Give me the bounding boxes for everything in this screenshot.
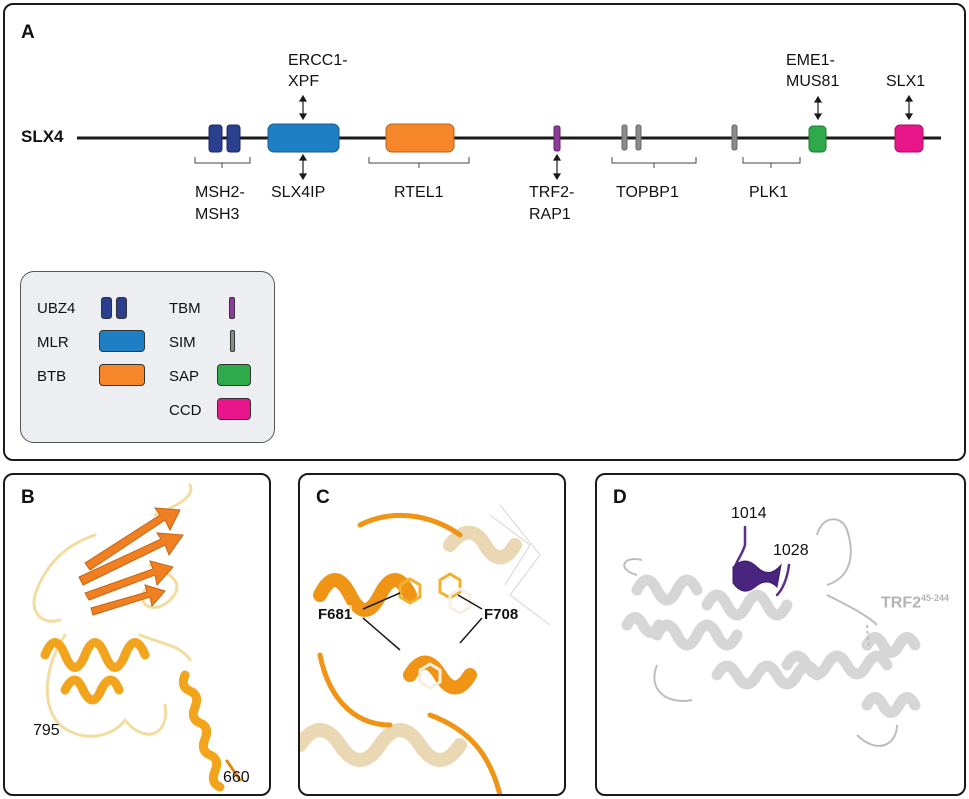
n-terminus-label: 795 (33, 722, 60, 739)
btb-domain (385, 123, 455, 153)
legend-label-ubz4: UBZ4 (37, 300, 76, 317)
legend-label-sap: SAP (169, 368, 200, 385)
trf2-chain-label: TRF245-244 (881, 588, 949, 613)
residue-label-f708: F708 (484, 605, 519, 625)
legend-label-tbm: TBM (169, 300, 201, 317)
btb-ribbon-structure (32, 483, 242, 792)
msh2-bracket (194, 157, 251, 168)
sim-motif-3 (731, 124, 738, 151)
phenylalanine-closeup (300, 504, 551, 794)
panel-d-complex: D 1014 1028 TRF245-244 (595, 473, 966, 796)
topbp1-bracket (611, 157, 697, 168)
msh2-label-line1: MSH2- (195, 184, 245, 201)
legend-swatch-ubz4-2 (116, 297, 127, 319)
eme1-label-line1: EME1- (786, 52, 835, 69)
rtel1-label: RTEL1 (394, 184, 444, 201)
ccd-domain (894, 124, 924, 153)
panel-b-structure: B 795 660 (3, 473, 271, 796)
panel-a-domain-map: A (3, 3, 966, 461)
protein-name-slx4: SLX4 (21, 127, 64, 146)
legend-swatch-sap (217, 364, 251, 386)
slx4ip-label: SLX4IP (271, 184, 326, 201)
ubz4-domain-1 (208, 124, 223, 153)
legend-swatch-tbm (229, 297, 235, 319)
sap-domain (808, 125, 827, 153)
plk1-label: PLK1 (749, 184, 789, 201)
panel-d-label: D (613, 487, 627, 508)
panel-c-structure: C (298, 473, 566, 796)
legend-swatch-ubz4 (101, 297, 112, 319)
legend-label-sim: SIM (169, 334, 196, 351)
legend-swatch-ccd (217, 398, 251, 420)
msh2-label-line2: MSH3 (195, 206, 240, 223)
legend-swatch-btb (99, 364, 145, 386)
residue-label-1028: 1028 (773, 542, 809, 559)
legend-swatch-mlr (99, 330, 145, 352)
panel-c-label: C (316, 487, 330, 508)
trf2-chain-name: TRF2 (881, 594, 921, 612)
legend-label-ccd: CCD (169, 402, 202, 419)
ubz4-domain-2 (226, 124, 241, 153)
domain-legend: UBZ4 MLR BTB TBM SIM SAP CCD (20, 271, 275, 443)
rtel1-bracket (368, 157, 470, 168)
ercc1-label-line2: XPF (288, 73, 320, 90)
plk1-bracket (742, 157, 801, 168)
tbm-motif (553, 125, 561, 152)
trf2-label-line2: RAP1 (529, 206, 571, 223)
mlr-domain (267, 123, 340, 153)
c-terminus-label: 660 (223, 769, 250, 786)
legend-label-mlr: MLR (37, 334, 69, 351)
panel-a-label: A (21, 22, 35, 43)
trf2-chain-range: 45-244 (921, 593, 950, 603)
sim-motif-2 (635, 124, 642, 151)
topbp1-label: TOPBP1 (616, 184, 679, 201)
residue-label-1014: 1014 (731, 505, 767, 522)
trf2-label-line1: TRF2- (529, 184, 575, 201)
residue-label-f681: F681 (318, 605, 353, 625)
trf2-slx4-complex (621, 518, 921, 747)
slx4-domain-diagram (77, 94, 941, 181)
legend-swatch-sim (230, 330, 235, 352)
ercc1-label-line1: ERCC1- (288, 52, 348, 69)
panel-b-label: B (21, 487, 35, 508)
legend-label-btb: BTB (37, 368, 67, 385)
eme1-label-line2: MUS81 (786, 73, 840, 90)
sim-motif-1 (621, 124, 628, 151)
slx1-label: SLX1 (886, 73, 926, 90)
